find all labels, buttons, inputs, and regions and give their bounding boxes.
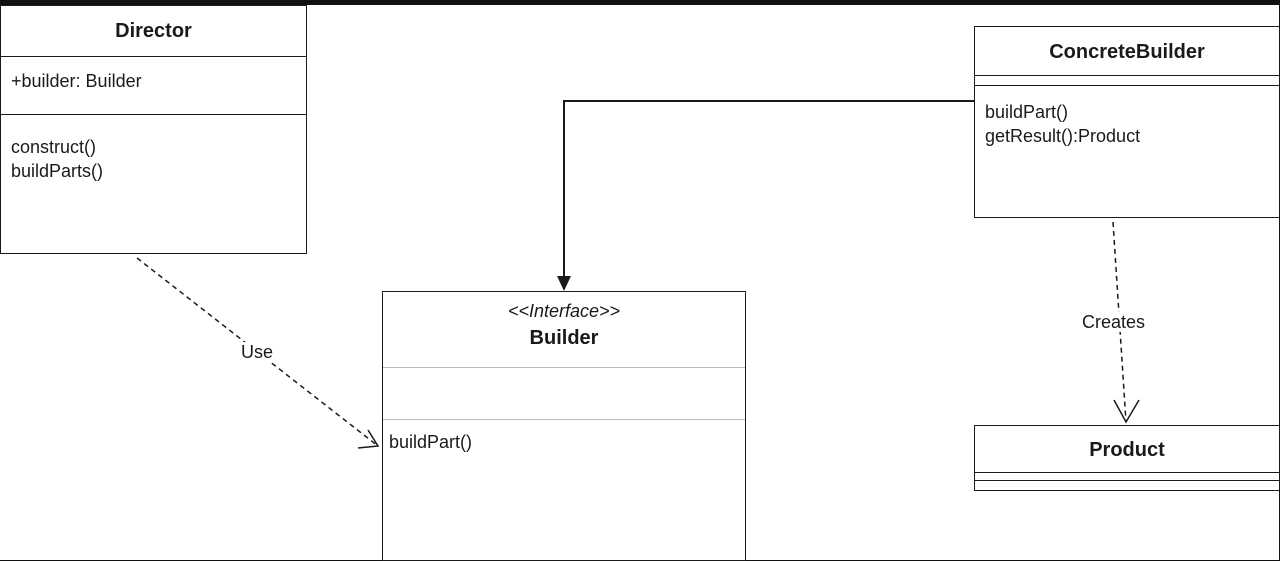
use-connector[interactable] [136,257,380,449]
class-title: ConcreteBuilder [975,27,1279,75]
operation-get-result: getResult():Product [985,126,1141,146]
product-class[interactable]: Product [974,425,1280,491]
class-title: Director [1,6,306,56]
operation-construct: construct() [11,137,97,157]
attributes-compartment [383,367,745,419]
class-title: <<Interface>> Builder [383,292,745,367]
builder-name: Builder [529,327,599,349]
interface-stereotype: <<Interface>> [507,301,621,321]
realization-connector[interactable] [557,100,975,291]
attribute-builder: +builder: Builder [11,71,142,91]
concrete-builder-name: ConcreteBuilder [1049,41,1205,63]
operations-compartment: construct() buildParts() [1,114,306,187]
operations-compartment [975,480,1279,488]
operation-build-part: buildPart() [985,102,1069,122]
operations-compartment: buildPart() [383,419,745,458]
builder-interface[interactable]: <<Interface>> Builder buildPart() [382,291,746,561]
window-top-border [0,0,1280,5]
concrete-builder-class[interactable]: ConcreteBuilder buildPart() getResult():… [974,26,1280,218]
creates-label: Creates [1080,312,1148,332]
operation-build-parts: buildParts() [11,161,104,181]
attributes-compartment [975,75,1279,85]
product-name: Product [1089,439,1165,461]
director-class[interactable]: Director +builder: Builder construct() b… [0,5,307,254]
use-label: Use [239,342,276,362]
attributes-compartment: +builder: Builder [1,56,306,114]
operation-build-part: buildPart() [389,432,473,452]
attributes-compartment [975,472,1279,480]
director-name: Director [115,20,192,42]
class-title: Product [975,426,1279,472]
operations-compartment: buildPart() getResult():Product [975,85,1279,152]
filled-arrowhead-icon [557,276,571,291]
